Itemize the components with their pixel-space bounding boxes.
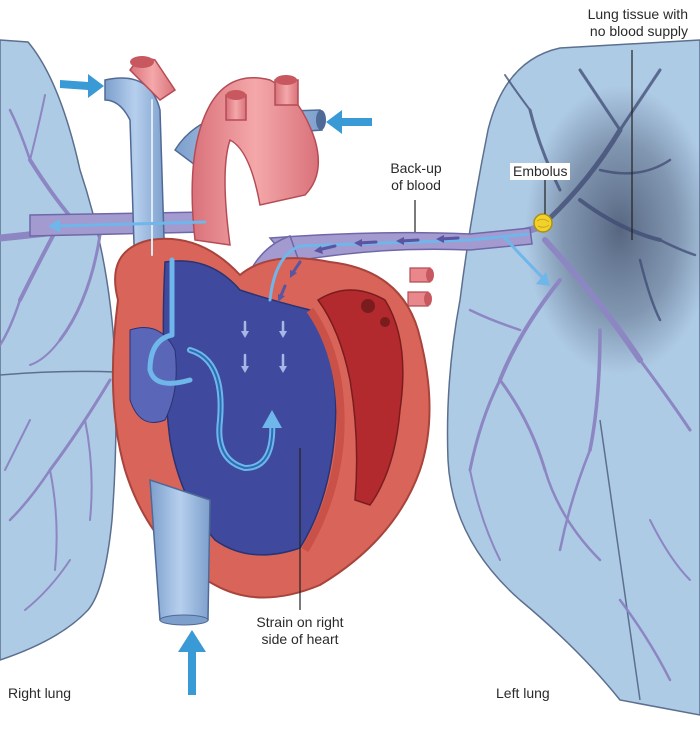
inflow-arrow-ivc [178,630,206,695]
inferior-vena-cava [149,478,211,621]
strain-label: Strain on right side of heart [240,614,360,648]
interventricular-septum [301,307,345,553]
right-lung-fissure [0,370,117,376]
right-lung [0,39,117,661]
flow-into-atrium [147,257,193,386]
lung-tissue-label-line2: no blood supply [589,23,688,39]
back-up-label: Back-up of blood [372,160,460,194]
left-lung [446,39,700,716]
left-ventricle-chamber [316,289,404,506]
embolus-label-text: Embolus [513,163,568,179]
lung-tissue-label-line1: Lung tissue with [587,6,688,22]
right-ventricle-chamber [162,260,337,556]
embolus-label: Embolus [510,163,571,180]
flow-past-embolus [503,236,547,282]
inflow-arrow-brachiocephalic [326,110,372,134]
back-up-label-line1: Back-up [390,160,442,176]
inflow-arrows [60,74,372,695]
dead-tissue-zone [525,85,700,375]
left-lung-upper-vessels [504,68,697,322]
flow-to-embolus [468,232,530,242]
left-lung-label-text: Left lung [496,685,550,701]
blood-flow-paths [53,99,547,471]
right-lung-vessels [0,94,114,611]
great-vessels [104,56,434,307]
ventricle-pressure-arrows [241,320,287,373]
back-up-label-line2: of blood [391,177,441,193]
lung-tissue-label: Lung tissue with no blood supply [540,6,688,40]
back-up-arrows [278,235,460,302]
flow-trunk-up [268,238,472,302]
left-lung-fissure [599,419,641,701]
inflow-arrow-svc [60,74,104,98]
right-lung-shape [0,39,117,661]
left-lung-label: Left lung [496,685,550,702]
left-pulmonary-artery [268,227,533,263]
aortic-arch [191,77,320,246]
flow-ventricle-loop-inner [189,349,274,469]
right-lung-label: Right lung [8,685,71,702]
flow-arrowheads [48,219,550,428]
strain-label-line2: side of heart [261,631,339,647]
right-lung-label-text: Right lung [8,685,72,701]
strain-label-line1: Strain on right [256,614,344,630]
flow-right-artery [53,220,207,228]
leader-lines [299,50,633,610]
embolus-clot [533,213,553,233]
